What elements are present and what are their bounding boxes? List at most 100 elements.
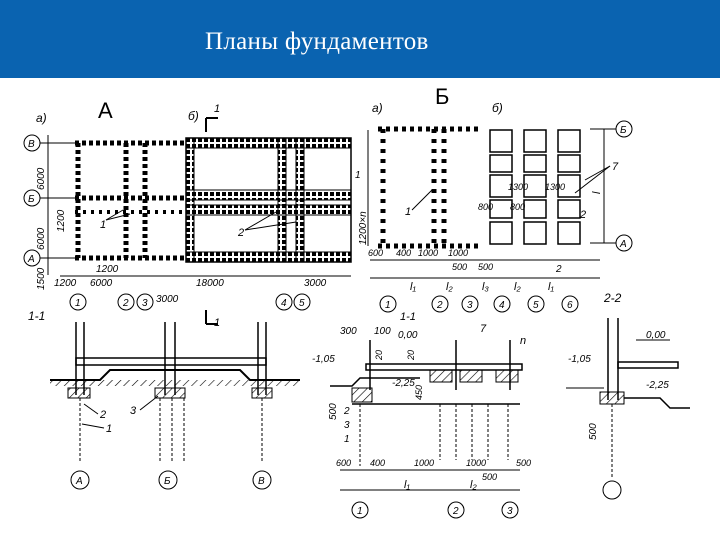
title-bar: Планы фундаментов <box>0 0 720 78</box>
plan-b-cut-mark: 1 <box>355 170 361 181</box>
plan-b-1300-b: 1300 <box>545 182 565 192</box>
sec-b-000: 0,00 <box>398 330 418 341</box>
plan-b-600: 600 <box>368 248 383 258</box>
dim-a-6000-top: 6000 <box>36 167 47 190</box>
axis-3-a: 3 <box>142 298 148 309</box>
axis-b-b: Б <box>620 125 627 136</box>
plan-b-mark-7: 7 <box>612 161 619 173</box>
sec-22-label: 2-2 <box>603 291 622 305</box>
sec-22-105: -1,05 <box>568 354 591 365</box>
foundation-drawing: А Б а) б) 1 В Б А 6000 <box>23 84 690 519</box>
sec-b-500-a: 500 <box>516 458 531 468</box>
plan-b-l2-b: l₂ <box>514 281 521 293</box>
sec-a-mark-1: 1 <box>106 423 112 435</box>
plan-b-500-a: 500 <box>452 262 467 272</box>
plan-b: а) б) 1300 1300 800 800 7 <box>355 101 633 313</box>
dim-a-1200-c: 1200 <box>54 278 77 289</box>
plan-a-cut-mark: 1 <box>214 103 220 115</box>
section-2-2: 2-2 0,00 -1,05 -2,25 500 <box>566 291 690 500</box>
plan-b-l: l <box>591 191 603 194</box>
dim-a-6000-b: 6000 <box>90 278 113 289</box>
sec-b-450: 450 <box>414 385 424 400</box>
sec-b-mark-7: 7 <box>480 323 487 335</box>
axis-a-sec: А <box>75 476 83 487</box>
axis-5-b: 5 <box>533 300 539 311</box>
dim-a-1200-b: 1200 <box>96 264 119 275</box>
sec-b-600: 600 <box>336 458 351 468</box>
sec-b-1000-a: 1000 <box>414 458 434 468</box>
axis-b-a: Б <box>28 194 35 205</box>
sec-b-mark-1: 1 <box>344 434 350 445</box>
sec-b-mark-2: 2 <box>343 406 350 417</box>
plan-b-500-b: 500 <box>478 262 493 272</box>
sec-a-mark-3: 3 <box>130 405 137 417</box>
dim-a-3000-c: 3000 <box>156 294 179 305</box>
sec-b-20-a: 20 <box>374 350 384 361</box>
sec-22-225: -2,25 <box>646 380 669 391</box>
sec-b-l1: l₁ <box>404 479 410 491</box>
axis-4-b: 4 <box>499 300 505 311</box>
plan-b-l1-a: l₁ <box>410 281 416 293</box>
axis-3-sec-b: 3 <box>507 506 513 517</box>
plan-b-800-b: 800 <box>510 202 525 212</box>
axis-2-a: 2 <box>122 298 129 309</box>
sec-22-500: 500 <box>588 423 599 440</box>
dim-a-6000-bot: 6000 <box>36 227 47 250</box>
plan-b-l3: l₃ <box>482 281 489 293</box>
plan-b-l2-a: l₂ <box>446 281 453 293</box>
dim-a-1500: 1500 <box>36 267 47 290</box>
sec-b-mark-3: 3 <box>344 420 350 431</box>
sec-b-100: 100 <box>374 326 391 337</box>
axis-6-b: 6 <box>567 300 573 311</box>
section-b-label: Б <box>435 84 449 109</box>
section-a-1-1: 1-1 2 3 1 А Б В <box>28 309 300 490</box>
axis-b-sec: Б <box>164 476 171 487</box>
dim-a-1200: 1200 <box>56 209 67 232</box>
sec-b-20-b: 20 <box>406 350 416 361</box>
sec-b-105: -1,05 <box>312 354 335 365</box>
dim-a-3000-b: 3000 <box>304 278 327 289</box>
axis-a-a: А <box>27 254 35 265</box>
plan-b-mark-2b: 2 <box>555 264 562 275</box>
plan-b-1300-a: 1300 <box>508 182 528 192</box>
sec-b-l2: l₂ <box>470 479 477 491</box>
plan-b-sub-a: а) <box>372 101 383 115</box>
sec-a-11-label: 1-1 <box>28 309 45 323</box>
sec-22-000: 0,00 <box>646 330 666 341</box>
axis-1-b: 1 <box>385 300 391 311</box>
sec-b-n: n <box>520 335 526 347</box>
plan-b-1000-b: 1000 <box>448 248 468 258</box>
sec-b-400: 400 <box>370 458 385 468</box>
sec-a-mark-2: 2 <box>99 409 106 421</box>
plan-b-mark-2: 2 <box>579 209 586 221</box>
axis-1-a: 1 <box>75 298 81 309</box>
plan-b-mark-1: 1 <box>405 206 411 218</box>
axis-3-b: 3 <box>467 300 473 311</box>
plan-b-sub-b: б) <box>492 101 503 115</box>
sec-b-11-label: 1-1 <box>400 311 416 323</box>
sec-b-1000-b: 1000 <box>466 458 486 468</box>
section-b-1-1: 1-1 300 100 0,00 7 n -1,05 -2,25 20 20 4… <box>312 311 531 519</box>
plan-a-sub-b: б) <box>188 109 199 123</box>
plan-a: а) б) 1 В Б А 6000 6000 1200 <box>23 103 352 329</box>
axis-4-a: 4 <box>281 298 287 309</box>
axis-a-b: А <box>619 239 627 250</box>
section-a-label: А <box>98 98 113 123</box>
axis-v-a: В <box>28 139 35 150</box>
plan-b-1200n: 1200×n <box>358 211 369 245</box>
plan-b-400: 400 <box>396 248 411 258</box>
axis-5-a: 5 <box>299 298 305 309</box>
slide-title: Планы фундаментов <box>205 28 429 55</box>
plan-b-l1-b: l₁ <box>548 281 554 293</box>
axis-2-sec-b: 2 <box>452 506 459 517</box>
axis-2-b: 2 <box>436 300 443 311</box>
plan-a-mark-1: 1 <box>100 219 106 231</box>
sec-b-500-b: 500 <box>482 472 497 482</box>
axis-v-sec: В <box>258 476 265 487</box>
sec-b-300: 300 <box>340 326 357 337</box>
dim-a-18000: 18000 <box>196 278 224 289</box>
plan-b-1000-a: 1000 <box>418 248 438 258</box>
plan-a-mark-2: 2 <box>237 227 244 239</box>
sec-b-500-v: 500 <box>328 403 339 420</box>
sec-b-225: -2,25 <box>392 378 415 389</box>
